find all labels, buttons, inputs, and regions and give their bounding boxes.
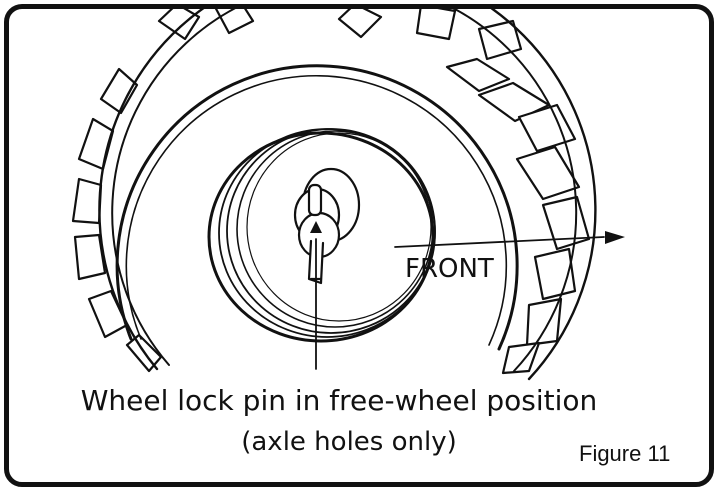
- callout-text-line2: (axle holes only): [241, 427, 457, 457]
- axle-lock-pin: [293, 167, 361, 285]
- tire-outer: [98, 9, 597, 381]
- callout-pointer: [310, 221, 322, 370]
- wheel-illustration: [71, 9, 625, 381]
- tire-sidewall: [111, 9, 578, 372]
- tire-tread: [71, 9, 591, 375]
- wheel-rim: [115, 64, 519, 351]
- callout-text-line1: Wheel lock pin in free-wheel position: [80, 384, 598, 417]
- front-arrow: [394, 231, 625, 248]
- figure-number: Figure 11: [579, 441, 671, 466]
- front-direction-label: FRONT: [405, 254, 494, 284]
- wheel-hub: [207, 128, 436, 343]
- wheel-rim-inner: [125, 74, 508, 346]
- figure-frame: FRONT Wheel lock pin in free-wheel posit…: [4, 4, 714, 487]
